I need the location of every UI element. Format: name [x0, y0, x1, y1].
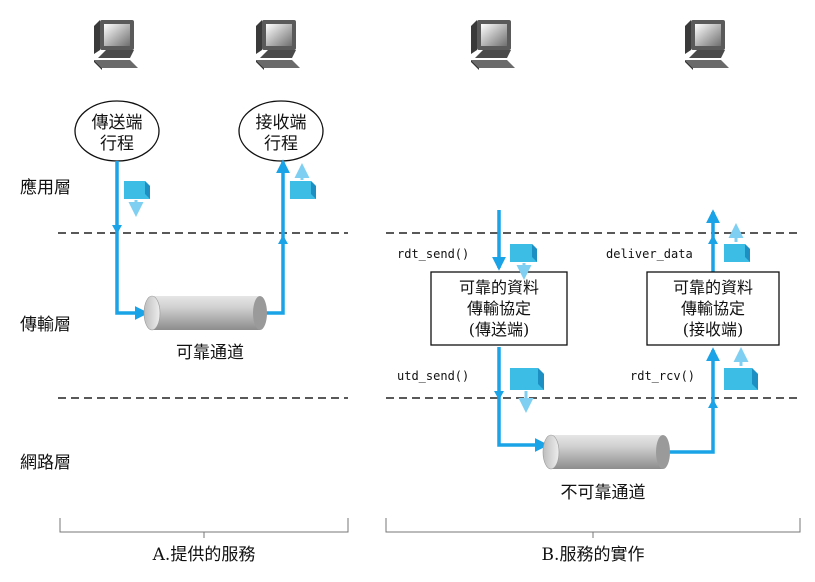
sender-protocol-box: 可靠的資料 傳輸協定 (傳送端) — [430, 271, 568, 346]
computer-icon — [94, 20, 138, 70]
panel-brackets — [59, 518, 801, 538]
caption-panel-a: A.提供的服務 — [152, 545, 256, 565]
packet-icon — [124, 181, 150, 217]
sender-protocol-line3: (傳送端) — [469, 320, 530, 339]
layer-label-application: 應用層 — [20, 177, 71, 198]
layer-label-network: 網路層 — [20, 453, 71, 473]
caption-panel-b: B.服務的實作 — [542, 545, 645, 565]
deliver-data-label: deliver_data — [606, 247, 693, 261]
rdt-rcv-label: rdt_rcv() — [630, 369, 695, 383]
unreliable-channel-pipe — [542, 434, 670, 470]
receiver-protocol-box: 可靠的資料 傳輸協定 (接收端) — [646, 271, 780, 346]
computer-icon — [471, 20, 515, 70]
computer-icon — [685, 20, 729, 70]
receiver-process-line1: 接收端 — [256, 113, 307, 133]
sender-process-line1: 傳送端 — [92, 113, 143, 133]
sender-process: 傳送端 行程 — [74, 100, 160, 162]
layer-label-transport: 傳輸層 — [20, 315, 71, 335]
panel-a-junctions — [112, 225, 288, 244]
receiver-process-line2: 行程 — [264, 134, 298, 154]
packet-icon — [724, 347, 758, 390]
sender-protocol-line2: 傳輸協定 — [467, 299, 531, 318]
panel-b-receiver-junctions — [708, 235, 718, 408]
unreliable-channel-label: 不可靠通道 — [561, 483, 646, 503]
rdt-send-label: rdt_send() — [397, 247, 469, 261]
receiver-protocol-line3: (接收端) — [683, 320, 744, 339]
receiver-protocol-line2: 傳輸協定 — [681, 299, 745, 318]
reliable-channel-pipe — [143, 295, 267, 331]
packet-icon — [510, 368, 544, 413]
sender-protocol-line1: 可靠的資料 — [459, 278, 539, 297]
panel-a-flow — [115, 159, 290, 320]
udt-send-label: utd_send() — [397, 369, 469, 383]
computer-icon — [256, 20, 300, 70]
receiver-process: 接收端 行程 — [238, 100, 324, 162]
receiver-protocol-line1: 可靠的資料 — [673, 278, 753, 297]
packet-icon — [510, 244, 537, 280]
sender-process-line2: 行程 — [100, 134, 134, 154]
reliable-channel-label: 可靠通道 — [176, 343, 244, 363]
panel-b-sender-flow — [492, 210, 549, 452]
packet-icon — [724, 223, 750, 262]
packet-icon — [290, 163, 316, 199]
